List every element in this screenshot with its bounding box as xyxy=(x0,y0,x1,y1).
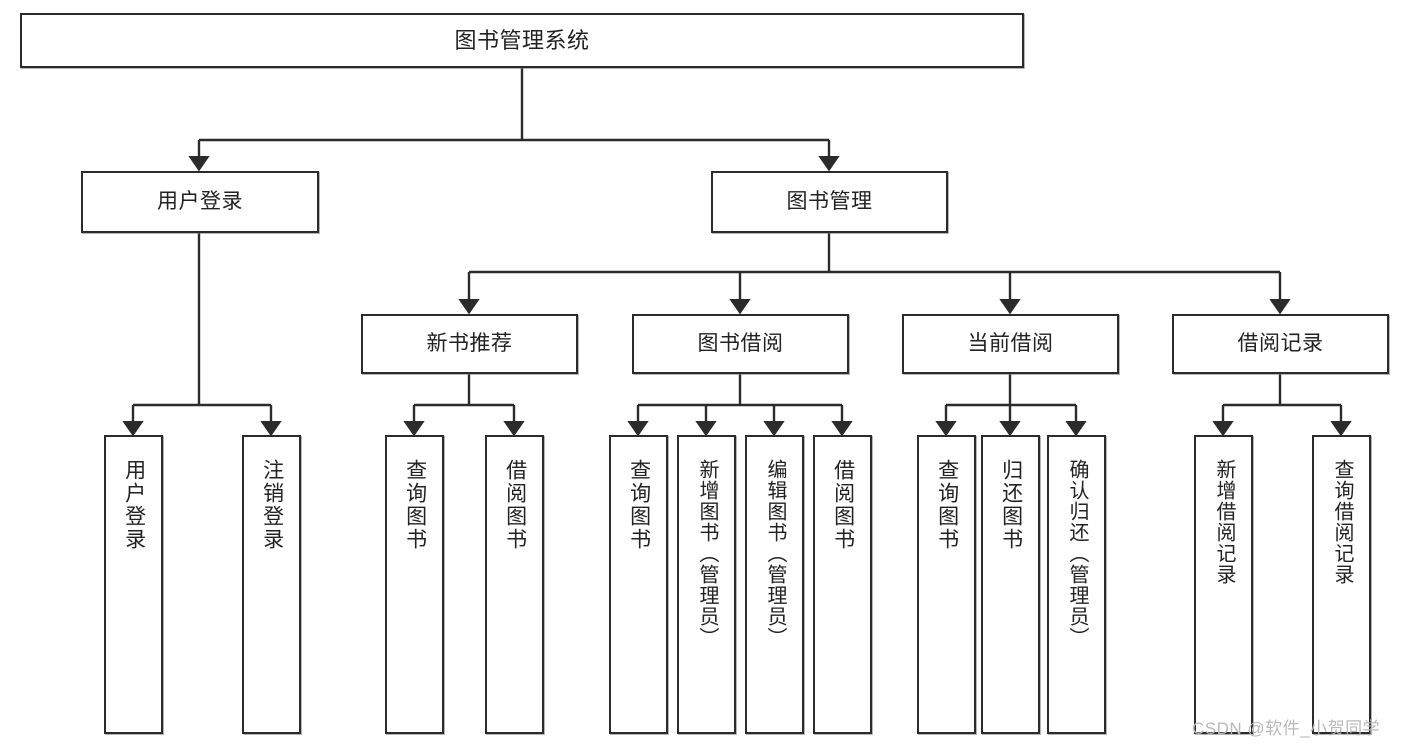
node-leaf-add-book-label: 新增图书（管理员） xyxy=(696,459,718,648)
node-leaf-borrow-book-2-label: 借阅图书 xyxy=(831,459,855,551)
node-leaf-confirm-return[interactable]: 确认归还（管理员） xyxy=(1047,435,1106,734)
node-leaf-borrow-book-1-label: 借阅图书 xyxy=(503,459,527,551)
node-leaf-return-book[interactable]: 归还图书 xyxy=(981,435,1040,734)
node-leaf-add-book[interactable]: 新增图书（管理员） xyxy=(677,435,736,734)
node-leaf-edit-book[interactable]: 编辑图书（管理员） xyxy=(745,435,804,734)
csdn-watermark: CSDN @软件_小贺同学 xyxy=(1192,719,1381,738)
node-new-book-recommend-label: 新书推荐 xyxy=(426,331,513,355)
node-leaf-user-login[interactable]: 用户登录 xyxy=(104,435,163,734)
node-leaf-borrow-book-2[interactable]: 借阅图书 xyxy=(813,435,872,734)
node-current-borrow-label: 当前借阅 xyxy=(967,331,1054,355)
node-book-borrow[interactable]: 图书借阅 xyxy=(632,314,849,374)
node-root-label: 图书管理系统 xyxy=(454,27,590,53)
node-user-login[interactable]: 用户登录 xyxy=(81,171,319,233)
node-leaf-query-record-label: 查询借阅记录 xyxy=(1331,459,1353,585)
node-leaf-user-login-label: 用户登录 xyxy=(122,459,146,551)
node-new-book-recommend[interactable]: 新书推荐 xyxy=(361,314,578,374)
node-leaf-query-book-3[interactable]: 查询图书 xyxy=(917,435,976,734)
node-leaf-query-book-3-label: 查询图书 xyxy=(935,459,959,551)
node-leaf-return-book-label: 归还图书 xyxy=(999,459,1023,551)
node-leaf-query-book-1-label: 查询图书 xyxy=(403,459,427,551)
node-leaf-query-record[interactable]: 查询借阅记录 xyxy=(1312,435,1371,734)
node-leaf-add-record-label: 新增借阅记录 xyxy=(1213,459,1235,585)
node-leaf-borrow-book-1[interactable]: 借阅图书 xyxy=(485,435,544,734)
node-leaf-user-logout-label: 注销登录 xyxy=(260,459,284,551)
node-leaf-confirm-return-label: 确认归还（管理员） xyxy=(1066,459,1088,648)
node-book-manage[interactable]: 图书管理 xyxy=(711,171,948,233)
node-book-borrow-label: 图书借阅 xyxy=(697,331,784,355)
node-borrow-record-label: 借阅记录 xyxy=(1237,331,1324,355)
node-leaf-user-logout[interactable]: 注销登录 xyxy=(242,435,301,734)
node-leaf-query-book-1[interactable]: 查询图书 xyxy=(385,435,444,734)
node-leaf-edit-book-label: 编辑图书（管理员） xyxy=(764,459,786,648)
node-borrow-record[interactable]: 借阅记录 xyxy=(1172,314,1389,374)
node-root[interactable]: 图书管理系统 xyxy=(20,13,1024,68)
node-current-borrow[interactable]: 当前借阅 xyxy=(902,314,1119,374)
node-leaf-query-book-2[interactable]: 查询图书 xyxy=(609,435,668,734)
node-leaf-add-record[interactable]: 新增借阅记录 xyxy=(1194,435,1253,734)
node-user-login-label: 用户登录 xyxy=(157,189,243,213)
node-leaf-query-book-2-label: 查询图书 xyxy=(627,459,651,551)
node-book-manage-label: 图书管理 xyxy=(786,189,873,213)
